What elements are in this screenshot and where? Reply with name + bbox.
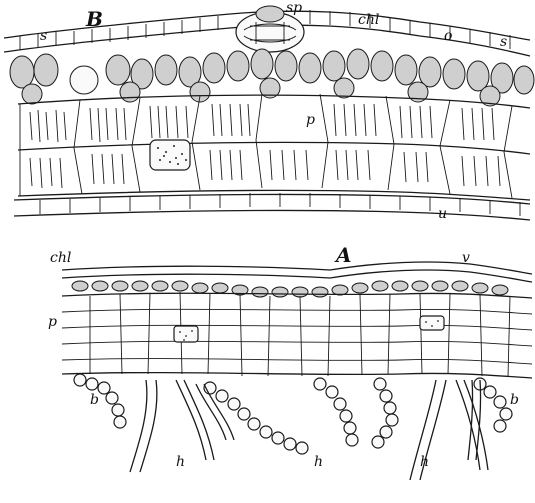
- b-label-u: u: [438, 206, 447, 222]
- a-stippled-cell-2: [420, 316, 444, 330]
- b-label-chl: chl: [358, 12, 379, 28]
- a-bead-filaments: [74, 374, 512, 454]
- a-stippled-cell-1: [174, 326, 198, 342]
- panel-b: B s sp chl o s p u: [4, 0, 534, 222]
- a-label-v: v: [462, 250, 470, 266]
- a-panel-label: A: [334, 243, 352, 267]
- a-label-b-right: b: [510, 392, 519, 408]
- a-label-h-mid: h: [314, 454, 323, 470]
- a-parenchyma: [62, 292, 532, 378]
- b-panel-label: B: [85, 7, 103, 31]
- a-label-b-left: b: [90, 392, 99, 408]
- b-label-o: o: [444, 28, 452, 44]
- b-stippled-cell: [150, 140, 190, 170]
- a-label-h-left: h: [176, 454, 185, 470]
- b-label-s-left: s: [40, 28, 47, 44]
- b-label-s-right: s: [500, 34, 507, 50]
- b-label-p: p: [306, 112, 315, 128]
- b-chlorenchyma-layer: [10, 49, 534, 106]
- b-label-sp: sp: [286, 0, 302, 16]
- panel-a: A chl v p b b h h h: [48, 243, 532, 480]
- a-label-p: p: [48, 314, 57, 330]
- a-label-chl: chl: [50, 250, 71, 266]
- b-lower-epidermis: [14, 193, 530, 220]
- b-parenchyma-layer: [18, 94, 530, 200]
- a-label-h-right: h: [420, 454, 429, 470]
